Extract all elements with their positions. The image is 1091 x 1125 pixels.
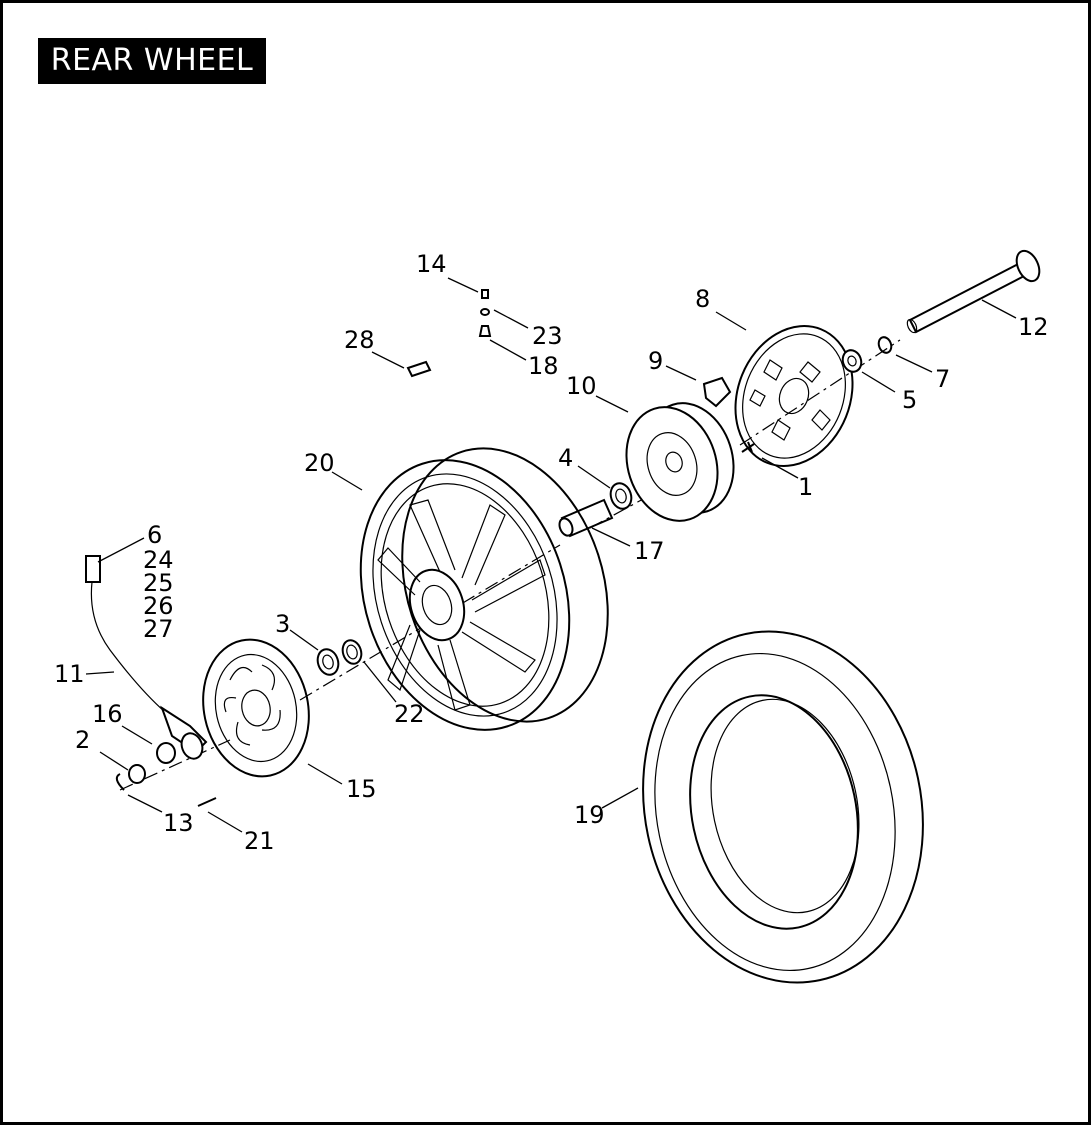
clip-13 [115,773,125,791]
callout-5: 5 [902,386,917,414]
bearing-right [609,482,633,510]
callout-20: 20 [304,449,335,477]
callout-23: 23 [532,322,563,350]
callout-16: 16 [92,700,123,728]
nut-2 [128,764,146,784]
rear-tire [642,630,924,984]
callout-18: 18 [528,352,559,380]
isolator-block [702,376,732,408]
balance-weight [406,360,432,378]
valve-stem [478,325,492,337]
isolator-hub [625,402,735,522]
speed-sensor [85,555,208,760]
diagram-title: REAR WHEEL [38,38,266,84]
callout-11: 11 [54,660,85,688]
callout-25: 25 [143,569,174,597]
callout-15: 15 [346,775,377,803]
rear-axle [906,249,1041,334]
callout-26: 26 [143,592,174,620]
rotor-bolt [197,797,217,807]
washer-7 [877,336,893,354]
leader-lines [85,277,1017,833]
callout-22: 22 [394,700,425,728]
cast-wheel [359,447,609,731]
rear-sprocket [734,325,854,467]
washer-16 [156,742,176,764]
callout-21: 21 [244,827,275,855]
brake-rotor [202,638,310,778]
spacer-sleeve [558,498,614,538]
callout-12: 12 [1018,313,1049,341]
callout-3: 3 [275,610,290,638]
valve-washer [480,308,490,316]
valve-cap [481,289,489,299]
callout-7: 7 [935,365,950,393]
callout-27: 27 [143,615,174,643]
callout-1: 1 [798,473,813,501]
callout-24: 24 [143,546,174,574]
callout-6: 6 [147,521,162,549]
callout-17: 17 [634,537,665,565]
callout-14: 14 [416,250,447,278]
callout-19: 19 [574,801,605,829]
callout-9: 9 [648,347,663,375]
callout-2: 2 [75,726,90,754]
bearing-left [316,648,340,676]
bolt-1 [741,441,755,453]
callout-28: 28 [344,326,375,354]
callout-10: 10 [566,372,597,400]
assembly-axis [119,339,901,791]
callout-4: 4 [558,444,573,472]
callout-8: 8 [695,285,710,313]
spacer-5 [841,349,863,373]
callout-13: 13 [163,809,194,837]
seal-22 [341,639,363,665]
